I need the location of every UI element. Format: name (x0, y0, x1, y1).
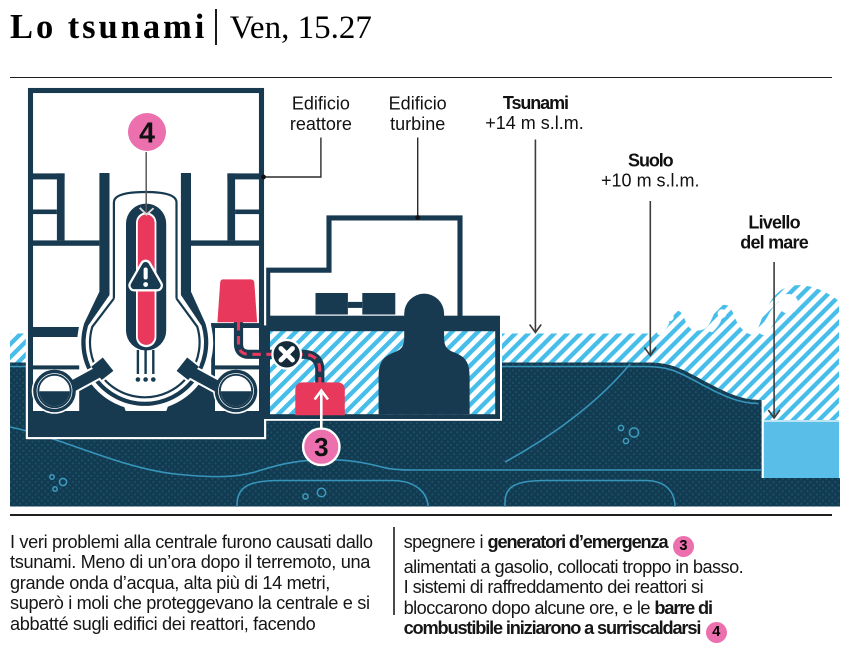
svg-text:Suolo: Suolo (628, 151, 674, 171)
svg-text:+14 m s.l.m.: +14 m s.l.m. (485, 113, 584, 133)
svg-text:del mare: del mare (740, 233, 808, 253)
svg-text:Livello: Livello (748, 213, 800, 233)
svg-text:Edificio: Edificio (389, 94, 447, 114)
svg-text:turbine: turbine (390, 114, 445, 134)
svg-text:+10 m s.l.m.: +10 m s.l.m. (601, 171, 700, 191)
svg-text:3: 3 (314, 432, 328, 462)
svg-text:4: 4 (139, 117, 155, 149)
svg-text:Edificio: Edificio (292, 94, 350, 114)
svg-text:Tsunami: Tsunami (503, 93, 568, 113)
svg-text:reattore: reattore (290, 114, 352, 134)
